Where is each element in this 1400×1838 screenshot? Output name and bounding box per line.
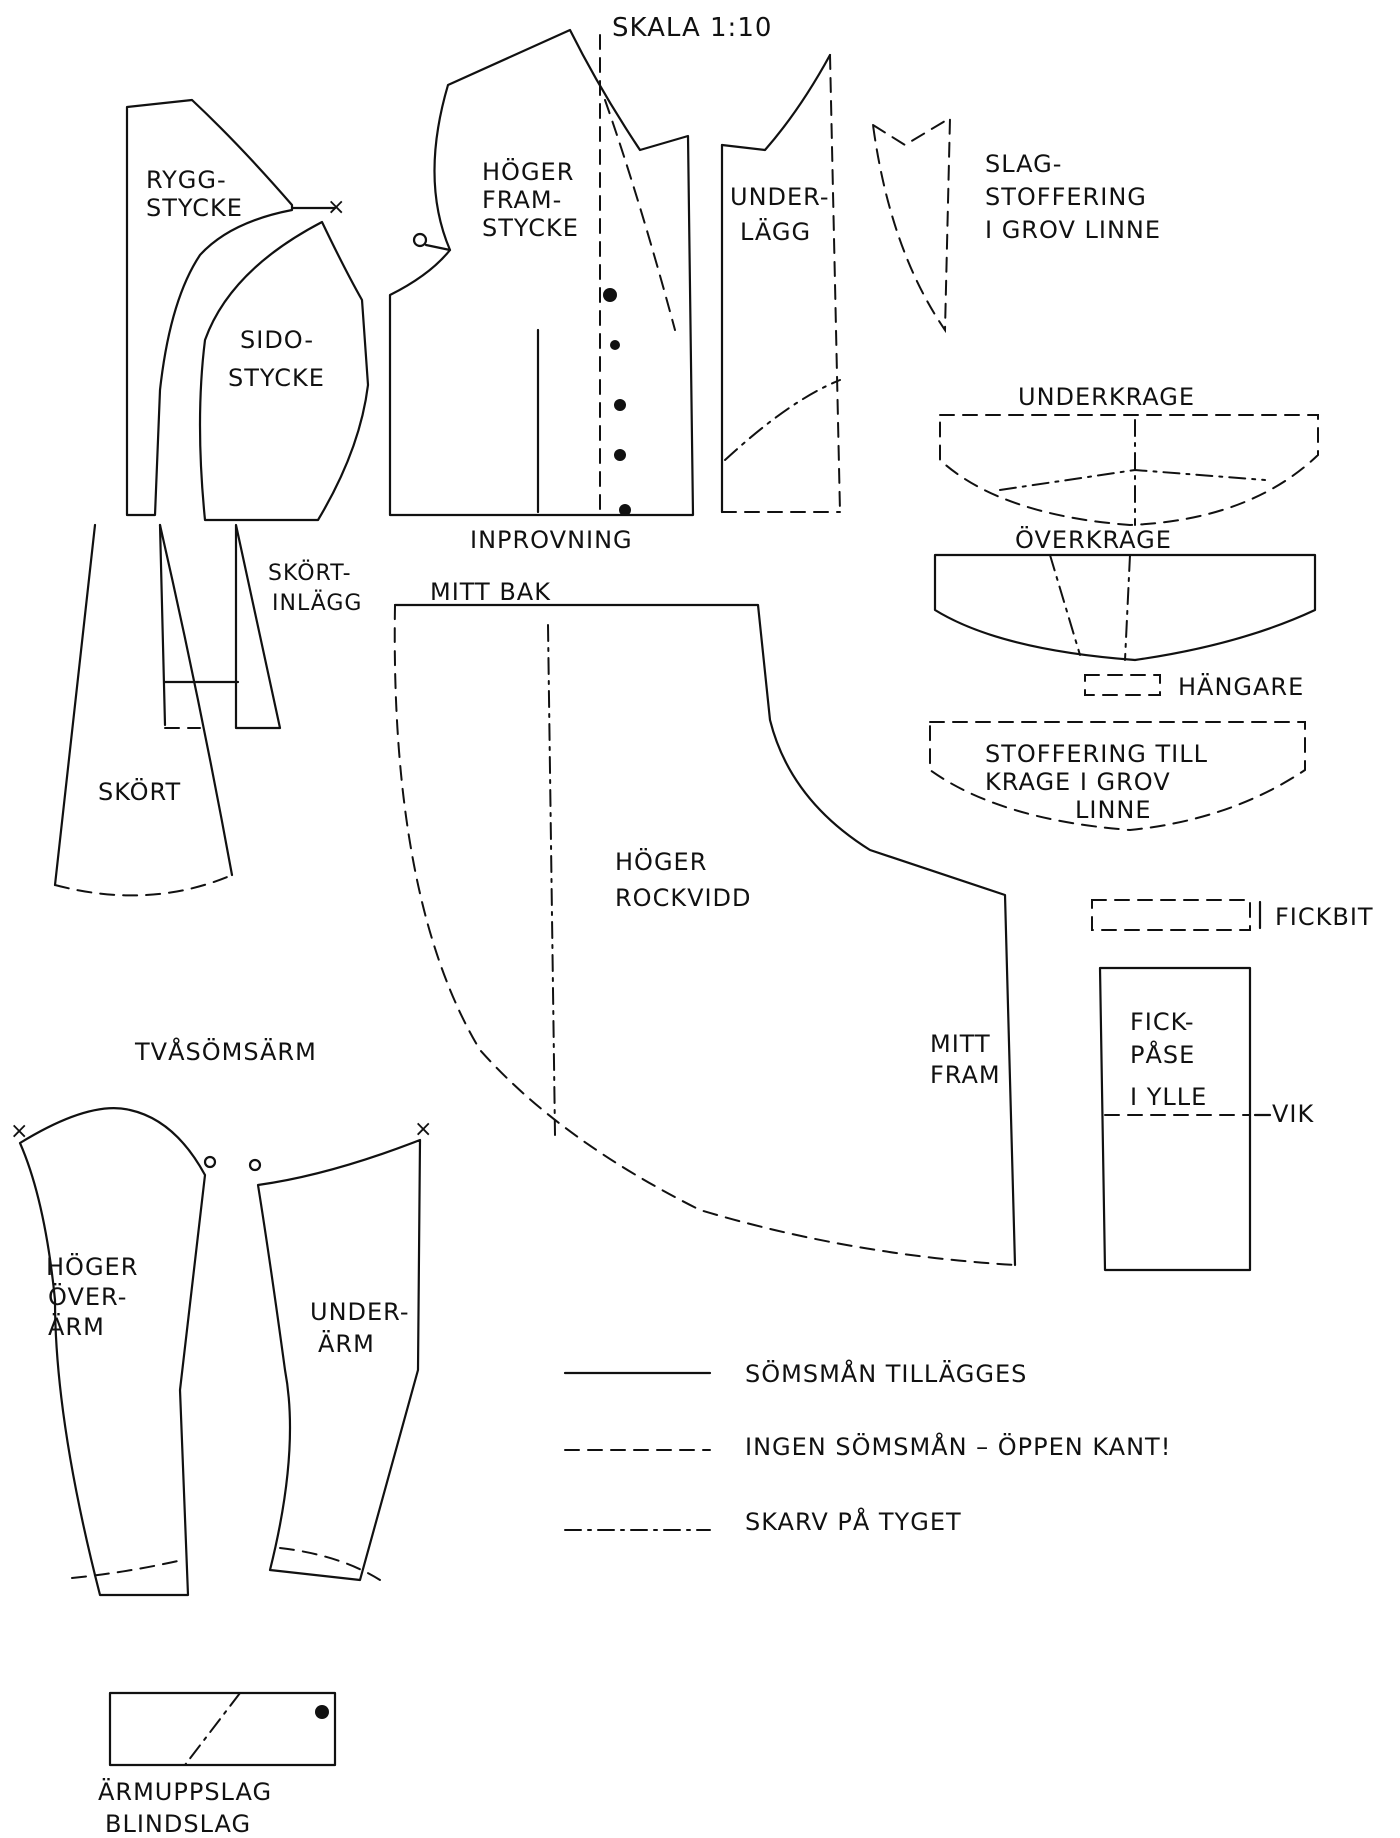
inprovning-label: INPROVNING [470,526,633,554]
overarm-label-2: ÖVER- [48,1282,127,1311]
fickbit-label: FICKBIT [1275,903,1374,931]
slagstoffering-label-2: STOFFERING [985,183,1147,211]
framstycke-label-2: FRAM- [482,186,562,214]
piece-underarm: × UNDER- ÄRM [248,1117,433,1582]
svg-text:×: × [414,1117,433,1142]
fickpase-label-1: FICK- [1130,1008,1195,1036]
vik-label: VIK [1272,1100,1314,1128]
skort-label: SKÖRT [98,777,181,806]
svg-text:×: × [327,195,346,220]
piece-armuppslag: ÄRMUPPSLAG BLINDSLAG [98,1691,337,1838]
ryggstycke-label-2: STYCKE [146,194,243,222]
mitt-fram-label-2: FRAM [930,1061,1001,1089]
tvasomsarm-label: TVÅSÖMSÄRM [134,1037,317,1066]
piece-skort: SKÖRT [53,523,240,897]
armuppslag-label-1: ÄRMUPPSLAG [98,1777,272,1806]
fickpase-label-2: PÅSE [1130,1040,1195,1069]
overarm-label-3: ÄRM [48,1312,105,1341]
stoffering-krage-label-1: STOFFERING TILL [985,740,1208,768]
fickpase-label-3: I YLLE [1130,1083,1207,1111]
piece-hangare: HÄNGARE [1084,672,1304,701]
armuppslag-label-2: BLINDSLAG [105,1810,251,1838]
skortinlagg-label-1: SKÖRT- [268,560,352,586]
scale-label: SKALA 1:10 [612,13,772,43]
svg-text:×: × [10,1119,29,1144]
underkrage-label: UNDERKRAGE [1018,383,1195,411]
stoffering-krage-label-3: LINNE [1075,796,1152,824]
piece-underlagg: UNDER- LÄGG [720,53,841,514]
piece-slagstoffering: SLAG- STOFFERING I GROV LINNE [871,116,1161,334]
piece-ryggstycke: × RYGG- STYCKE [125,98,346,517]
stoffering-krage-label-2: KRAGE I GROV [985,768,1171,796]
overarm-label-1: HÖGER [46,1252,138,1281]
piece-underkrage: UNDERKRAGE [939,383,1319,527]
piece-hoger-overarm: × HÖGER ÖVER- ÄRM [10,1107,217,1597]
underarm-label-2: ÄRM [318,1329,375,1358]
legend-dashed-label: INGEN SÖMSMÅN – ÖPPEN KANT! [745,1432,1171,1461]
legend-dashdot-label: SKARV PÅ TYGET [745,1507,962,1536]
slagstoffering-label-3: I GROV LINNE [985,216,1161,244]
skortinlagg-label-2: INLÄGG [272,590,362,616]
sidostycke-label-1: SIDO- [240,326,314,354]
slagstoffering-label-1: SLAG- [985,150,1062,178]
underarm-label-1: UNDER- [310,1298,410,1326]
piece-fickpase: VIK FICK- PÅSE I YLLE [1098,966,1314,1272]
underlagg-label-2: LÄGG [740,217,811,246]
piece-overkrage: ÖVERKRAGE [933,525,1317,662]
underlagg-label-1: UNDER- [730,183,830,211]
framstycke-label-3: STYCKE [482,214,579,242]
piece-skortinlagg: SKÖRT- INLÄGG [234,523,362,730]
legend-solid-label: SÖMSMÅN TILLÄGGES [745,1359,1027,1388]
rockvidd-label-1: HÖGER [615,847,707,876]
piece-hoger-rockvidd: MITT BAK HÖGER ROCKVIDD MITT FRAM [393,578,1017,1267]
sidostycke-label-2: STYCKE [228,364,325,392]
rockvidd-label-2: ROCKVIDD [615,884,752,912]
piece-stoffering-krage: STOFFERING TILL KRAGE I GROV LINNE [929,721,1306,832]
framstycke-label-1: HÖGER [482,157,574,186]
mitt-bak-label: MITT BAK [430,578,551,606]
piece-sidostycke: SIDO- STYCKE [198,220,370,522]
legend: SÖMSMÅN TILLÄGGES INGEN SÖMSMÅN – ÖPPEN … [563,1359,1171,1536]
piece-hoger-framstycke: HÖGER FRAM- STYCKE INPROVNING [388,28,695,554]
overkrage-label: ÖVERKRAGE [1015,525,1172,554]
hangare-label: HÄNGARE [1178,672,1304,701]
ryggstycke-label-1: RYGG- [146,166,227,194]
piece-fickbit: FICKBIT [1091,899,1374,931]
mitt-fram-label-1: MITT [930,1030,991,1058]
